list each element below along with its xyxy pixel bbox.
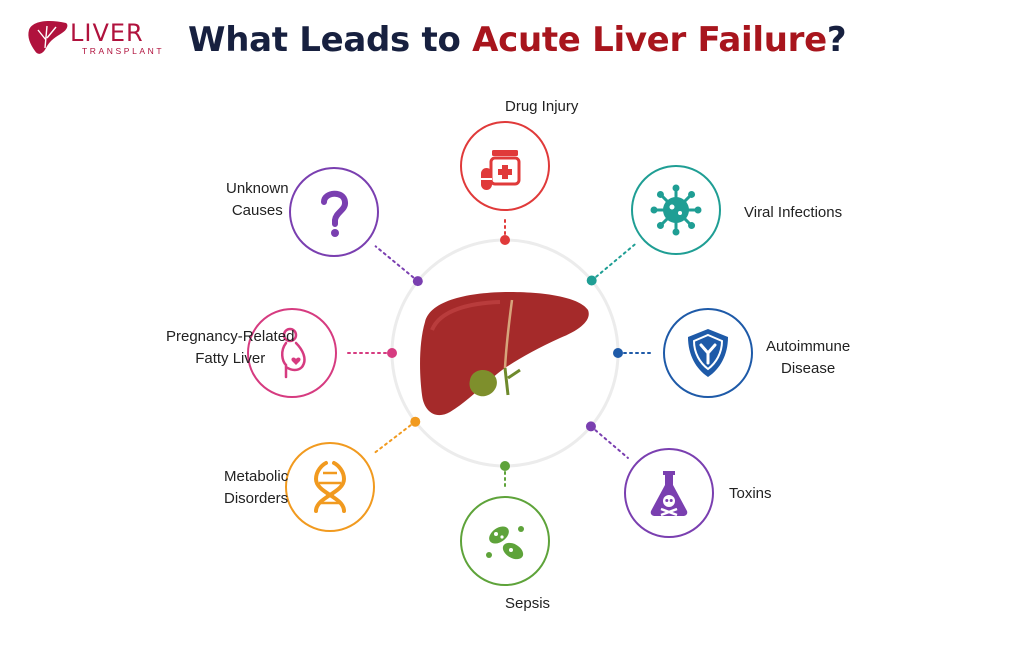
- ring-dot-pregnancy-fatty-liver: [387, 348, 397, 358]
- title-accent: Acute Liver Failure: [472, 20, 827, 60]
- label-drug-injury: Drug Injury: [505, 96, 578, 118]
- label-sepsis: Sepsis: [505, 593, 550, 615]
- page-title: What Leads to Acute Liver Failure?: [188, 18, 847, 62]
- label-line: Causes: [231, 202, 283, 219]
- node-toxins: [624, 448, 714, 538]
- ring-dot-viral-infections: [586, 275, 597, 286]
- label-line: Disease: [781, 360, 836, 377]
- bacteria-icon: [486, 526, 524, 560]
- label-line: Pregnancy-Related: [166, 328, 295, 345]
- title-part-2: ?: [826, 20, 847, 60]
- label-line: Viral Infections: [744, 204, 843, 221]
- shield-antibody-icon: [688, 329, 728, 377]
- node-autoimmune-disease: [663, 308, 753, 398]
- ring-dot-unknown-causes: [412, 276, 423, 287]
- label-line: Disorders: [224, 490, 289, 507]
- node-metabolic-disorders: [285, 442, 375, 532]
- toxic-flask-icon: [650, 471, 688, 517]
- label-toxins: Toxins: [729, 483, 772, 505]
- node-unknown-causes: [289, 167, 379, 257]
- node-sepsis: [460, 496, 550, 586]
- node-viral-infections: [631, 165, 721, 255]
- connector-viral-infections: [590, 243, 636, 282]
- liver-logo-icon: [28, 21, 68, 54]
- virus-icon: [650, 184, 702, 236]
- connector-toxins: [589, 425, 629, 459]
- connector-lines: [345, 219, 655, 488]
- label-line: Metabolic: [224, 468, 289, 485]
- connector-unknown-causes: [374, 245, 419, 283]
- ring-dot-toxins: [585, 421, 596, 432]
- cause-nodes: [247, 121, 753, 586]
- ring-dot-drug-injury: [500, 235, 510, 245]
- pregnant-woman-icon: [281, 327, 306, 379]
- medicine-bottle-icon: [481, 150, 521, 190]
- label-line: Drug Injury: [505, 98, 579, 115]
- ring-dot-sepsis: [500, 461, 510, 471]
- brand-logo: LIVER TRANSPLANT: [26, 18, 176, 62]
- label-line: Sepsis: [505, 595, 551, 612]
- question-mark-icon: [321, 190, 349, 237]
- liver-illustration: [420, 292, 589, 416]
- ring-dot-metabolic-disorders: [410, 416, 421, 427]
- node-drug-injury: [460, 121, 550, 211]
- dna-icon: [313, 461, 347, 513]
- label-line: Toxins: [729, 485, 772, 502]
- label-line: Autoimmune: [766, 338, 851, 355]
- ring-dot-autoimmune-disease: [613, 348, 623, 358]
- label-line: Unknown: [226, 180, 289, 197]
- logo-subtitle: TRANSPLANT: [82, 46, 165, 56]
- title-part-1: What Leads to: [188, 20, 473, 60]
- node-pregnancy-fatty-liver: [247, 308, 337, 398]
- connector-metabolic-disorders: [371, 420, 417, 456]
- label-line: Fatty Liver: [195, 350, 266, 367]
- logo-wordmark: LIVER: [70, 19, 144, 47]
- label-viral-infections: Viral Infections: [744, 202, 842, 224]
